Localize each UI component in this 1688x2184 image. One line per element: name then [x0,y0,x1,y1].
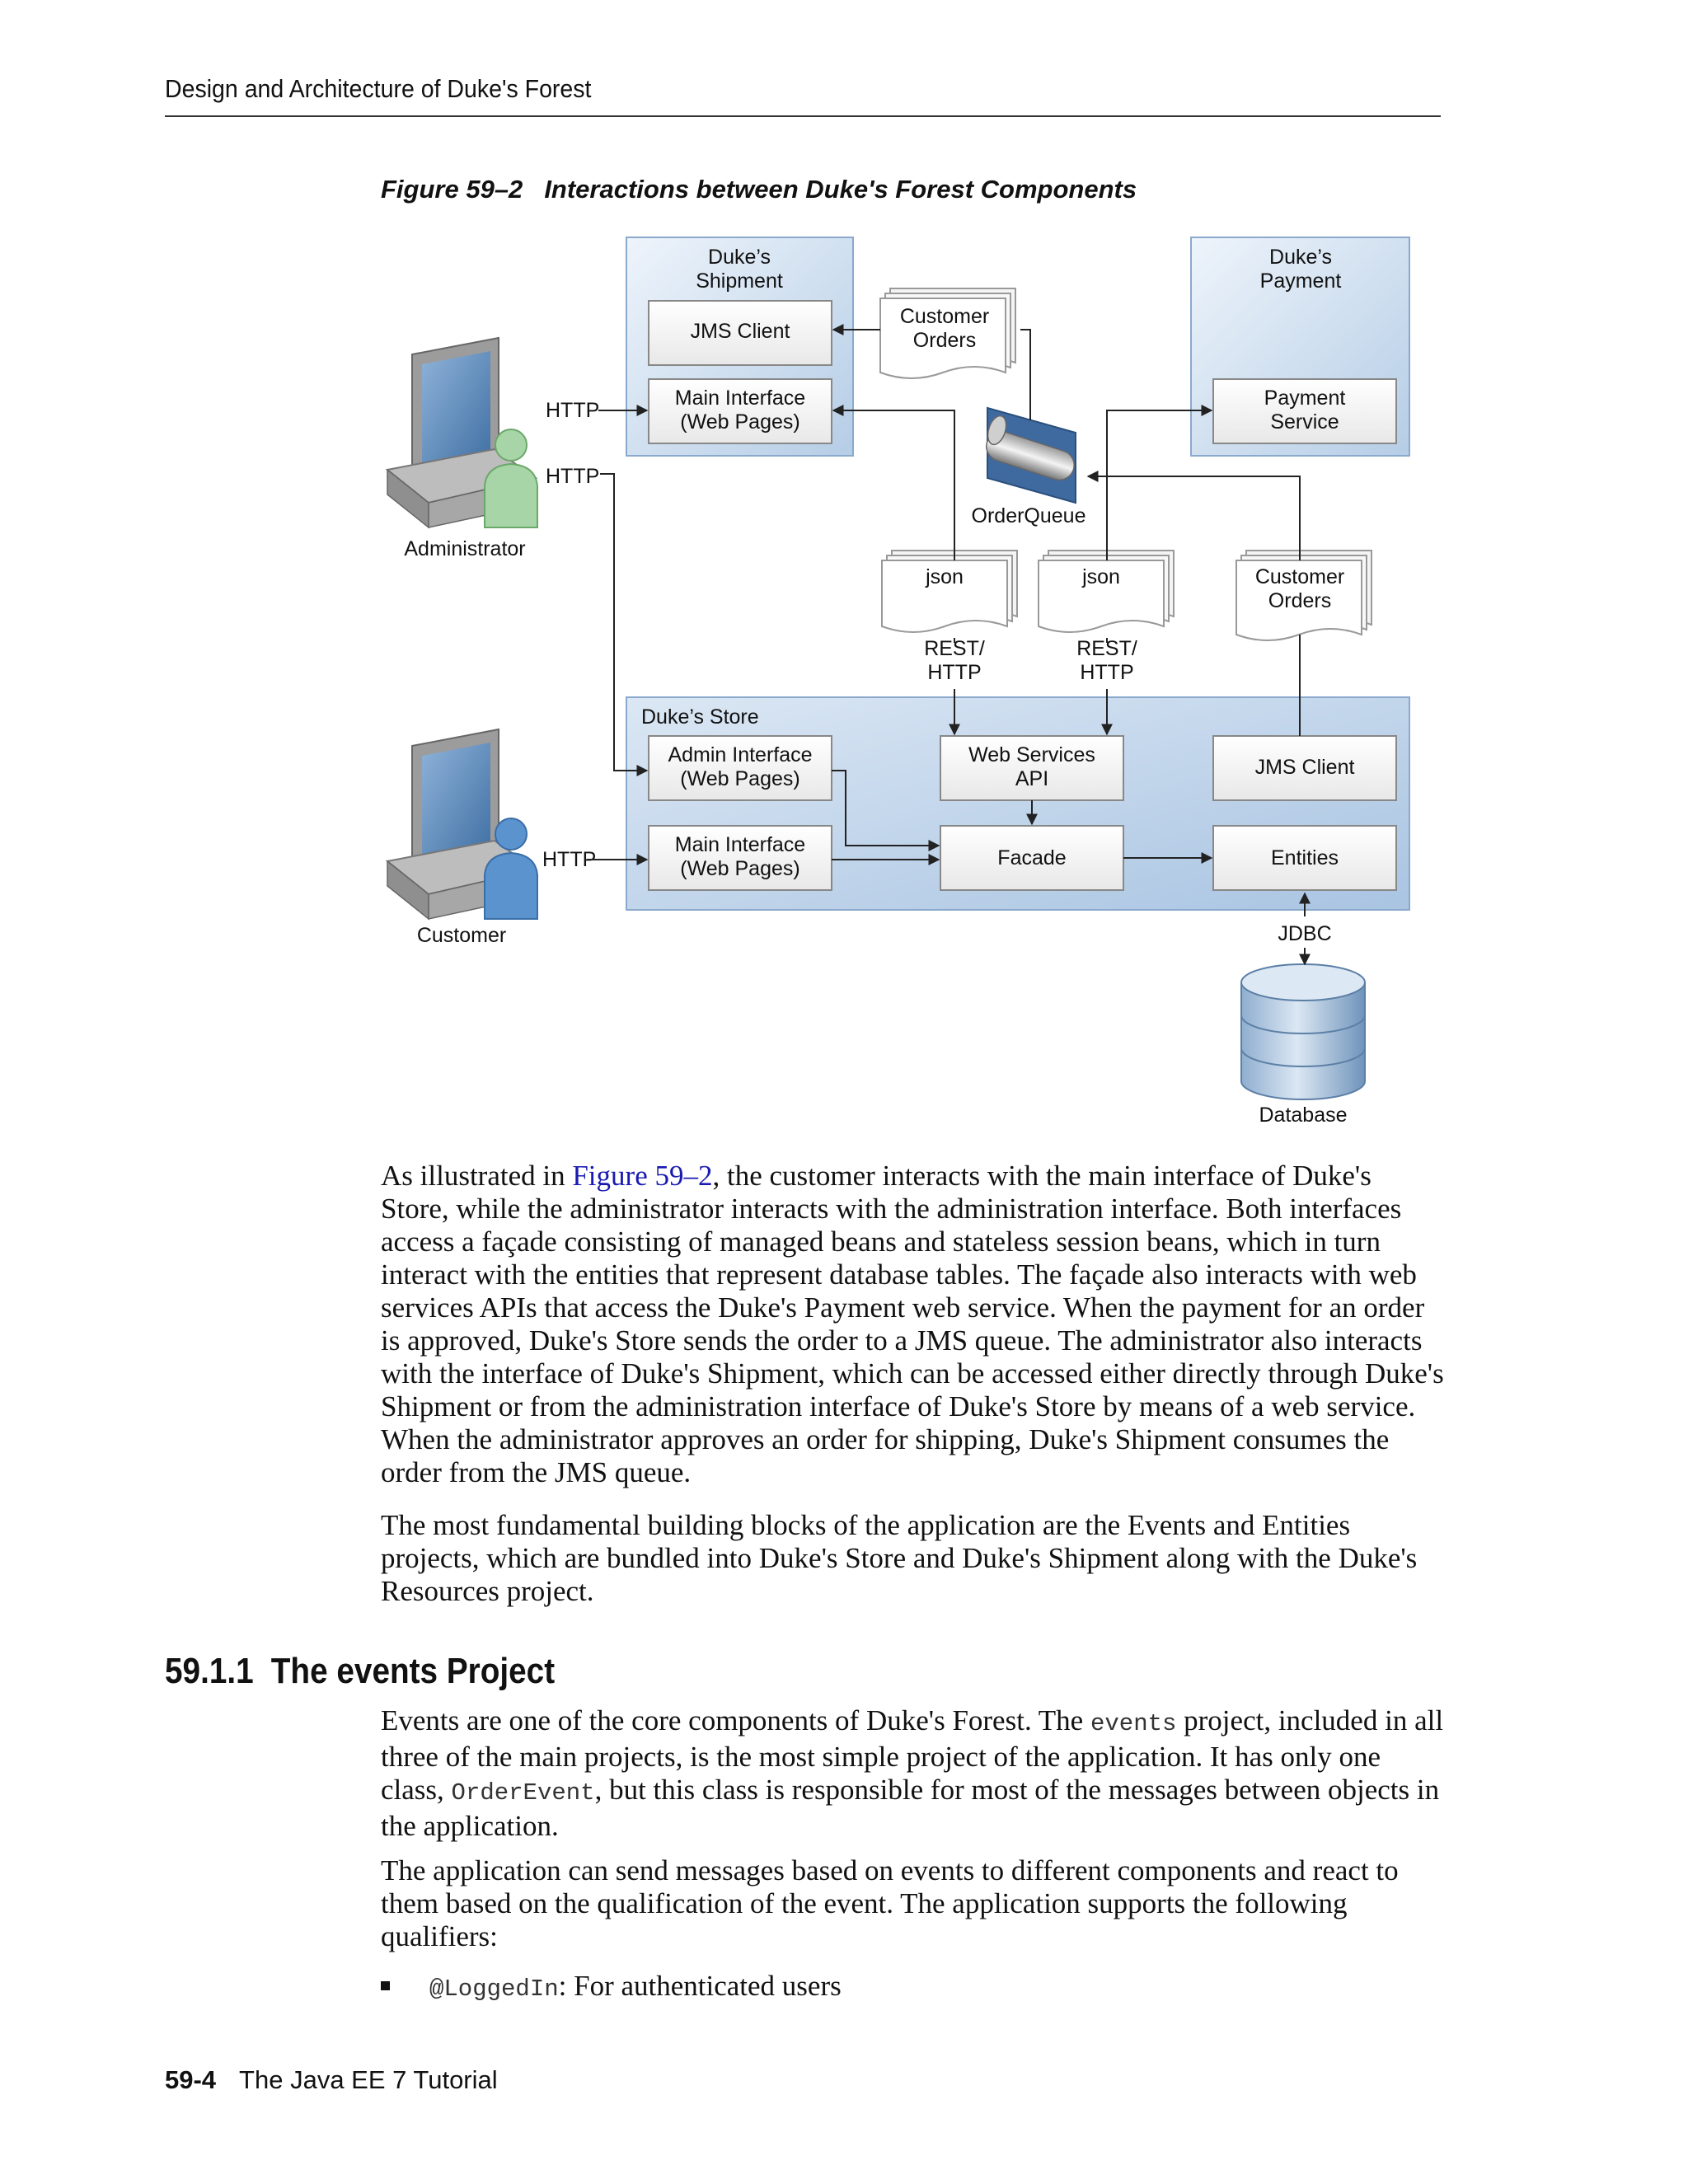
json-doc-2: json [1038,550,1175,633]
running-header: Design and Architecture of Duke's Forest [165,74,592,103]
payment-title-1: Duke’s [1269,246,1332,269]
facade-label: Facade [997,846,1066,869]
order-event-code: OrderEvent [451,1779,595,1807]
admin-interface-2: (Web Pages) [680,767,799,790]
paragraph-3-start: Events are one of the core components of… [381,1704,1090,1736]
store-main-1: Main Interface [675,833,805,856]
customer-orders-right-1: Customer [1255,565,1344,588]
json-doc-1: json [881,550,1018,633]
store-jms-client: JMS Client [1255,756,1355,779]
paragraph-2: The most fundamental building blocks of … [381,1509,1418,1607]
rest-2b: HTTP [1080,661,1133,684]
qualifier-code: @LoggedIn [429,1975,559,2003]
figure-label: Figure 59–2 [381,175,523,204]
paragraph-3-middle: project, included in all three of the ma… [381,1704,1444,1806]
bullet-icon [381,1981,390,1991]
customer-orders-top-1: Customer [900,305,989,328]
list-item: @LoggedIn: For authenticated users [381,1970,1444,2006]
shipment-title-1: Duke’s [708,246,771,269]
rest-1b: HTTP [927,661,981,684]
customer-orders-top-2: Orders [913,329,976,352]
section-number: 59.1.1 [165,1651,254,1691]
paragraph-3: Events are one of the core components of… [381,1704,1444,1843]
customer-orders-doc-top: Customer Orders [879,288,1016,379]
figure-title: Interactions between Duke's Forest Compo… [544,175,1137,204]
section-heading: 59.1.1 The events Project [165,1651,555,1692]
web-services-1: Web Services [968,743,1095,766]
paragraph-1: As illustrated in Figure 59–2, the custo… [381,1160,1444,1489]
web-services-2: API [1015,767,1048,790]
store-panel: Duke’s Store Admin Interface (Web Pages)… [626,696,1410,911]
payment-title-2: Payment [1260,269,1342,293]
store-main-2: (Web Pages) [680,857,799,880]
entities-label: Entities [1271,846,1339,869]
http-admin-2: HTTP [546,465,599,488]
shipment-title-2: Shipment [696,269,783,293]
shipment-panel: Duke’s Shipment JMS Client Main Interfac… [626,237,854,457]
figure-link[interactable]: Figure 59–2 [572,1160,713,1192]
customer-orders-doc-right: Customer Orders [1236,550,1372,641]
store-title: Duke’s Store [641,705,759,729]
order-queue-icon [986,406,1076,504]
section-title: The events Project [270,1651,556,1691]
shipment-jms-client: JMS Client [691,320,790,343]
admin-interface-1: Admin Interface [668,743,812,766]
json-1-label: json [925,565,964,588]
page-number: 59-4 [165,2065,217,2094]
shipment-main-1: Main Interface [675,387,805,410]
order-queue-label: OrderQueue [972,504,1086,527]
payment-service-2: Service [1270,410,1339,434]
qualifier-description: : For authenticated users [558,1970,842,2002]
paragraph-1-start: As illustrated in [381,1160,573,1192]
header-rule [165,115,1441,117]
connectors [587,324,1311,966]
payment-service-1: Payment [1264,387,1346,410]
customer-orders-right-2: Orders [1268,589,1331,612]
events-code: events [1090,1710,1177,1737]
payment-panel: Duke’s Payment Payment Service [1190,237,1410,457]
paragraph-1-rest: , the customer interacts with the main i… [381,1160,1444,1488]
architecture-diagram: Duke’s Shipment JMS Client Main Interfac… [385,237,1410,1127]
administrator-person-icon [484,429,538,528]
customer-label: Customer [417,924,506,947]
paragraph-3-end: , but this class is responsible for most… [381,1774,1440,1842]
customer-person-icon [484,818,538,920]
book-title: The Java EE 7 Tutorial [239,2065,498,2094]
http-admin-1: HTTP [546,399,599,422]
paragraph-4: The application can send messages based … [381,1854,1399,1952]
jdbc-label: JDBC [1278,922,1331,945]
page-footer: 59-4 The Java EE 7 Tutorial [165,2065,498,2095]
administrator-label: Administrator [404,537,525,560]
database-icon [1240,963,1366,1100]
figure-caption: Figure 59–2 Interactions between Duke's F… [381,175,1137,204]
database-label: Database [1259,1104,1347,1127]
shipment-main-2: (Web Pages) [680,410,799,434]
customer-computer-icon [385,728,538,921]
json-2-label: json [1081,565,1120,588]
